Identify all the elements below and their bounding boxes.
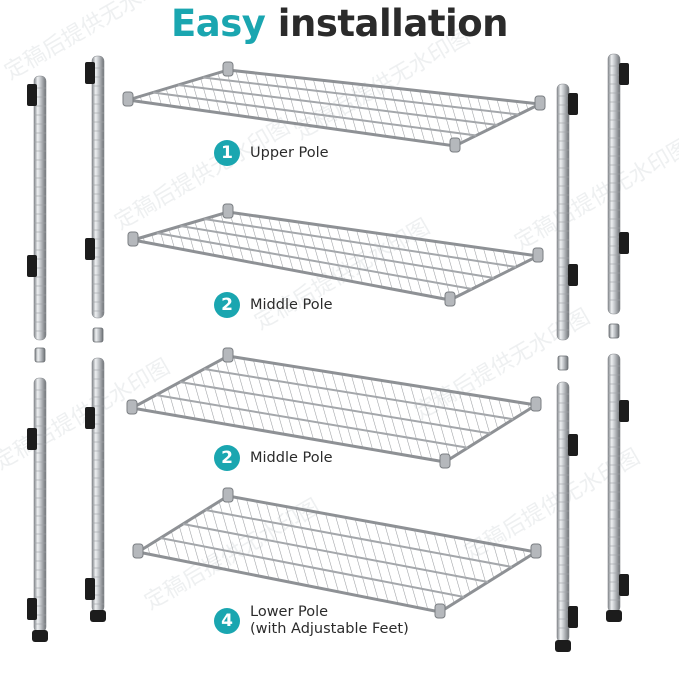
adjustable-foot <box>90 610 106 622</box>
title-rest: installation <box>277 2 509 45</box>
step-lower-pole: 4 Lower Pole (with Adjustable Feet) <box>214 604 409 638</box>
step-label-main: Middle Pole <box>250 449 333 466</box>
wire-shelf <box>127 203 544 307</box>
shelf-corner-sleeve <box>530 396 542 412</box>
shelf-corner-sleeve <box>222 203 234 219</box>
wire-shelf <box>126 347 542 469</box>
shelf-pole <box>606 353 629 622</box>
shelf-clip <box>619 574 629 596</box>
shelf-clip <box>27 598 37 620</box>
shelf-support-bar <box>180 225 495 279</box>
shelf-corner-sleeve <box>434 603 446 619</box>
shelf-corner-sleeve <box>222 487 234 503</box>
shelf-pole <box>85 55 105 319</box>
page-title: Easy installation <box>0 2 679 46</box>
shelf-pole <box>85 357 106 622</box>
step-label-main: Lower Pole <box>250 604 329 620</box>
shelf-clip <box>85 62 95 84</box>
step-middle-pole: 2 Middle Pole <box>214 292 333 318</box>
shelf-wire-grid <box>132 356 536 462</box>
shelf-corner-sleeve <box>222 347 234 363</box>
shelf-clip <box>619 232 629 254</box>
pole-body <box>607 53 621 315</box>
shelf-clip <box>85 578 95 600</box>
shelf-clip <box>27 255 37 277</box>
shelf-support-bar <box>182 523 489 583</box>
pole-body <box>556 83 570 341</box>
step-label-main: Middle Pole <box>250 296 333 313</box>
step-label: Upper Pole <box>250 145 329 162</box>
shelf-corner-sleeve <box>439 453 451 469</box>
step-label-main: Upper Pole <box>250 144 329 161</box>
pole-body <box>91 55 105 319</box>
shelf-corner-sleeve <box>534 95 546 111</box>
shelf-clip <box>568 434 578 456</box>
shelf-clip <box>619 400 629 422</box>
pole-connector <box>34 347 46 363</box>
adjustable-foot <box>606 610 622 622</box>
adjustable-foot <box>32 630 48 642</box>
shelf-clip <box>85 238 95 260</box>
shelf-support-bar <box>202 76 519 116</box>
shelf-pole <box>555 381 578 652</box>
shelf-clip <box>568 606 578 628</box>
pole-body <box>33 377 47 633</box>
shelf-support-bar <box>156 232 473 290</box>
shelf-corner-sleeve <box>127 231 139 247</box>
shelf-wire-grid <box>128 70 540 146</box>
shelf-clip <box>27 428 37 450</box>
shelf-support-bar <box>152 91 477 137</box>
shelf-corner-sleeve <box>222 61 234 77</box>
shelf-clip <box>619 63 629 85</box>
pole-connector <box>92 327 104 343</box>
shelf-support-bar <box>155 394 468 449</box>
step-label: Middle Pole <box>250 450 333 467</box>
adjustable-foot <box>555 640 571 652</box>
shelf-corner-sleeve <box>530 543 542 559</box>
shelf-clip <box>568 93 578 115</box>
shelf-support-bar <box>160 537 465 598</box>
shelf-corner-sleeve <box>449 137 461 153</box>
shelf-layer <box>122 61 546 619</box>
shelf-support-bar <box>177 84 498 126</box>
shelf-pole <box>556 83 578 341</box>
shelf-support-bar <box>204 218 517 268</box>
step-number-badge: 4 <box>214 608 240 634</box>
pole-layer <box>27 53 629 652</box>
pole-connector <box>608 323 620 339</box>
shelf-clip <box>568 264 578 286</box>
shelf-pole <box>607 53 629 315</box>
shelf-support-bar <box>205 509 513 568</box>
shelf-corner-sleeve <box>126 399 138 415</box>
pole-connector <box>557 355 569 371</box>
shelf-corner-sleeve <box>444 291 456 307</box>
shelf-clip <box>85 407 95 429</box>
wire-shelf <box>122 61 546 153</box>
step-label-sub: (with Adjustable Feet) <box>250 621 409 637</box>
step-label: Lower Pole (with Adjustable Feet) <box>250 604 409 638</box>
wire-shelf <box>132 487 542 619</box>
shelf-corner-sleeve <box>122 91 134 107</box>
shelf-support-bar <box>179 381 491 435</box>
step-label: Middle Pole <box>250 297 333 314</box>
step-upper-pole: 1 Upper Pole <box>214 140 329 166</box>
shelf-support-bar <box>203 368 514 421</box>
shelf-pole <box>27 377 48 642</box>
step-middle-pole-2: 2 Middle Pole <box>214 445 333 471</box>
step-number-badge: 1 <box>214 140 240 166</box>
title-accent: Easy <box>171 2 266 45</box>
shelf-corner-sleeve <box>532 247 544 263</box>
pole-body <box>91 357 105 613</box>
shelf-pole <box>27 75 47 341</box>
step-number-badge: 2 <box>214 292 240 318</box>
pole-body <box>33 75 47 341</box>
watermark-text: 定稿后提供无水印图 <box>511 135 679 256</box>
shelf-corner-sleeve <box>132 543 144 559</box>
step-number-badge: 2 <box>214 445 240 471</box>
shelf-clip <box>27 84 37 106</box>
